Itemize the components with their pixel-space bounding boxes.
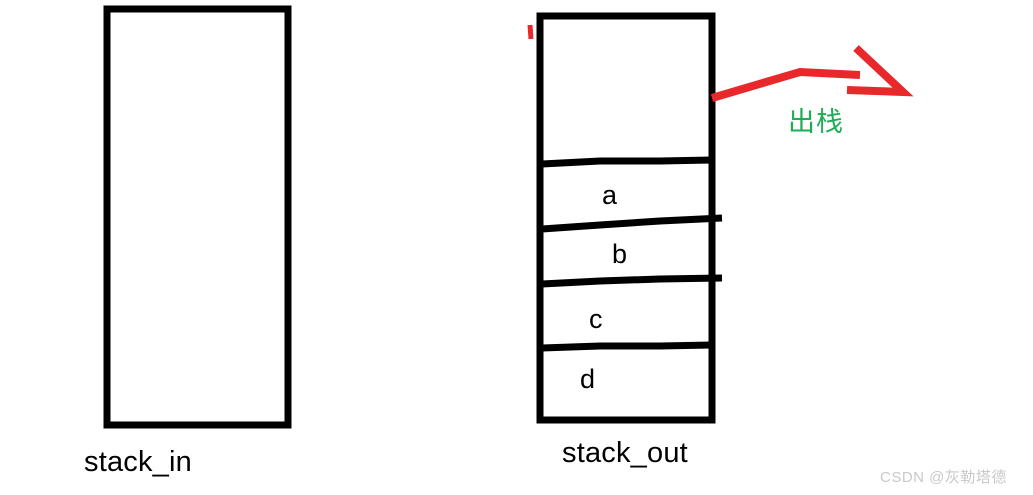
cell-divider-4 — [541, 341, 713, 352]
pop-arrow-head — [846, 45, 914, 97]
right-stack-caption: stack_out — [562, 437, 688, 469]
left-stack-group — [103, 5, 292, 429]
stack-cell-letter-b: b — [612, 239, 628, 269]
left-stack-caption: stack_in — [84, 446, 192, 478]
csdn-watermark: CSDN @灰勒塔德 — [880, 469, 1007, 486]
pop-arrow-group — [527, 24, 914, 102]
stack-cell-letter-c: c — [589, 304, 603, 334]
pop-annotation-label: 出栈 — [788, 107, 844, 137]
stack-cell-letter-d: d — [580, 364, 596, 394]
left-stack-box — [103, 5, 292, 429]
right-stack-group — [536, 12, 723, 424]
red-tick-mark — [527, 24, 534, 40]
cell-divider-3 — [541, 274, 723, 288]
stack-cell-letter-a: a — [602, 180, 618, 210]
cell-divider-2 — [541, 214, 723, 233]
cell-divider-1 — [541, 156, 713, 168]
pop-arrow-shaft — [710, 67, 861, 102]
